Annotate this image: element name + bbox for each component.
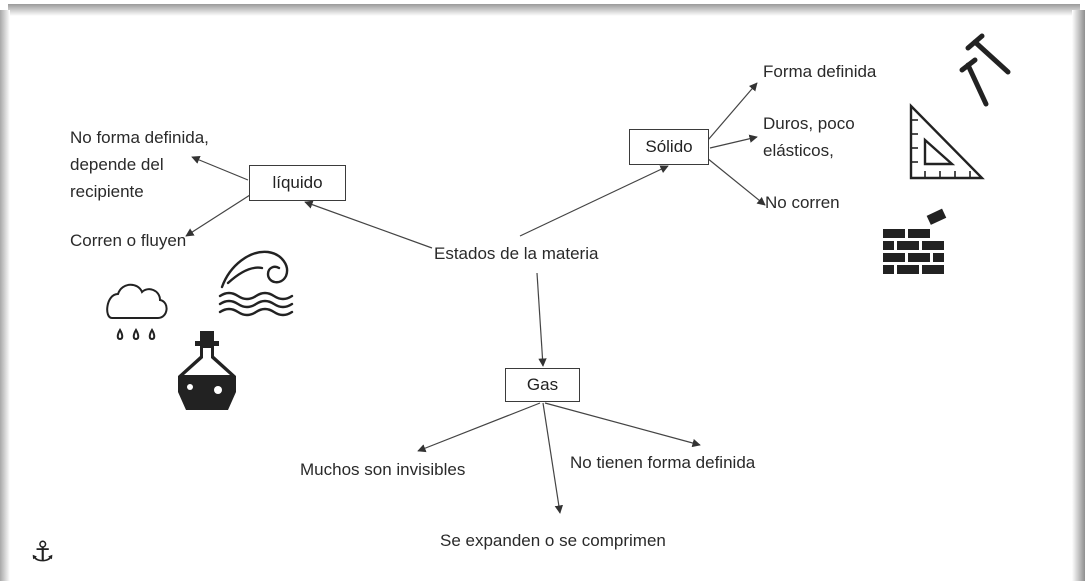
liquido-prop-2: Corren o fluyen: [70, 231, 187, 250]
liquido-prop-1-line-3: recipiente: [70, 182, 144, 201]
arrow-solido-to-p3: [706, 157, 766, 206]
center-label: Estados de la materia: [434, 244, 599, 263]
node-liquido-label: líquido: [272, 173, 323, 192]
potion-bottle-icon: [178, 331, 236, 410]
brick-wall-icon: [883, 208, 947, 274]
arrow-center-to-liquido: [304, 200, 433, 249]
solido-prop-2-line-1: Duros, poco: [763, 114, 855, 133]
arrow-gas-to-p3: [542, 402, 563, 514]
gas-prop-1: Muchos son invisibles: [300, 460, 466, 479]
node-gas-label: Gas: [526, 375, 559, 394]
arrow-liquido-to-p2: [185, 194, 251, 237]
frame-shadow-right: [1072, 10, 1085, 581]
set-square-icon: [909, 103, 985, 180]
gas-prop-3: Se expanden o se comprimen: [440, 531, 666, 550]
arrow-solido-to-p2: [709, 134, 758, 149]
arrow-center-to-solido: [519, 165, 669, 237]
frame-shadow-top: [8, 4, 1080, 16]
node-gas: Gas: [505, 368, 580, 402]
node-solido-label: Sólido: [645, 137, 693, 156]
solido-prop-3: No corren: [765, 193, 840, 212]
nails-icon: [959, 33, 1011, 107]
node-liquido: líquido: [249, 165, 346, 201]
solido-prop-2-line-2: elásticos,: [763, 141, 834, 160]
solido-prop-1: Forma definida: [763, 62, 877, 81]
liquido-prop-1-line-2: depende del: [70, 155, 164, 174]
node-solido: Sólido: [629, 129, 709, 165]
arrow-solido-to-p1: [707, 82, 758, 141]
arrow-gas-to-p2: [544, 402, 701, 448]
liquido-prop-1: No forma definida, depende del recipient…: [70, 124, 209, 205]
gas-prop-2: No tienen forma definida: [570, 453, 756, 472]
wave-icon: [218, 250, 294, 317]
frame-shadow-left: [0, 10, 10, 581]
rain-cloud-icon: [106, 283, 168, 341]
anchor-icon: ⚓: [30, 535, 56, 568]
arrow-center-to-gas: [536, 272, 547, 367]
arrow-gas-to-p1: [417, 402, 541, 453]
liquido-prop-1-line-1: No forma definida,: [70, 128, 209, 147]
solido-prop-2: Duros, poco elásticos,: [763, 110, 855, 164]
arrow-liquido-to-p1: [191, 155, 249, 181]
